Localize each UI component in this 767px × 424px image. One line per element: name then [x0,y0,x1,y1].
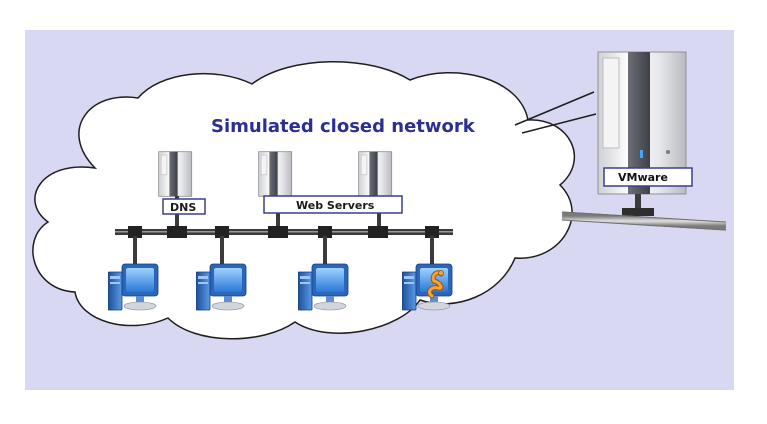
web-servers-label-box: Web Servers [263,195,403,214]
dns-label-box: DNS [162,198,206,215]
worm-icon [427,269,444,299]
network-bus [115,226,453,238]
host-link-upper [514,91,595,126]
diagram-title: Simulated closed network [211,116,476,137]
web-servers-label: Web Servers [296,199,375,212]
workstation-4-infected [402,263,453,311]
vmware-label: VMware [618,171,668,184]
host-link-lower [521,113,597,134]
host-uplink [561,211,727,231]
host-server-icon: VMware [597,51,693,216]
dns-label: DNS [170,201,196,214]
